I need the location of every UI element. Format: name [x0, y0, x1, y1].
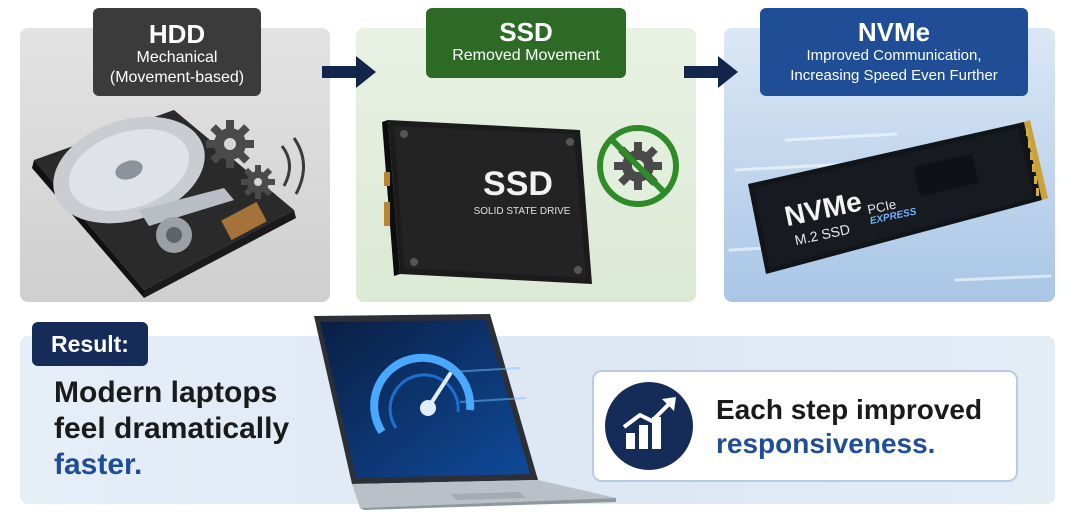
ssd-drive-image	[382, 120, 592, 284]
nvme-title: NVMe	[857, 17, 931, 47]
callout-text: Each step improved responsiveness.	[716, 393, 1006, 461]
chart-growth-icon	[605, 382, 693, 470]
ssd-label: SSD Removed Movement	[426, 8, 626, 78]
arrow-right-icon	[322, 56, 376, 88]
result-line3: faster.	[54, 448, 143, 481]
hdd-drive-image	[32, 110, 296, 298]
callout-line1: Each step improved	[716, 394, 983, 425]
ssd-drive-label: SSD	[483, 165, 553, 203]
nvme-drive-image	[728, 120, 1052, 282]
result-line1: Modern laptops	[54, 376, 278, 409]
hdd-title: HDD	[148, 19, 206, 49]
laptop-image	[314, 314, 616, 510]
result-text: Modern laptops feel dramatically faster.	[54, 375, 314, 483]
result-line2: feel dramatically	[54, 412, 290, 445]
result-label: Result:	[32, 322, 148, 366]
no-moving-parts-icon	[597, 125, 679, 207]
arrow-right-icon	[684, 56, 738, 88]
ssd-subtitle: Removed Movement	[452, 47, 600, 64]
nvme-label: NVMe Improved Communication, Increasing …	[760, 8, 1028, 96]
nvme-subtitle-line1: Improved Communication,	[806, 47, 982, 64]
hdd-label: HDD Mechanical (Movement-based)	[93, 8, 261, 96]
hdd-subtitle-line1: Mechanical	[136, 49, 218, 66]
ssd-title: SSD	[499, 17, 553, 47]
gear-icon	[206, 120, 305, 199]
hdd-subtitle-line2: (Movement-based)	[109, 69, 245, 86]
callout-line2: responsiveness.	[716, 428, 936, 459]
nvme-subtitle-line2: Increasing Speed Even Further	[790, 67, 998, 84]
ssd-drive-sublabel: SOLID STATE DRIVE	[473, 206, 571, 217]
